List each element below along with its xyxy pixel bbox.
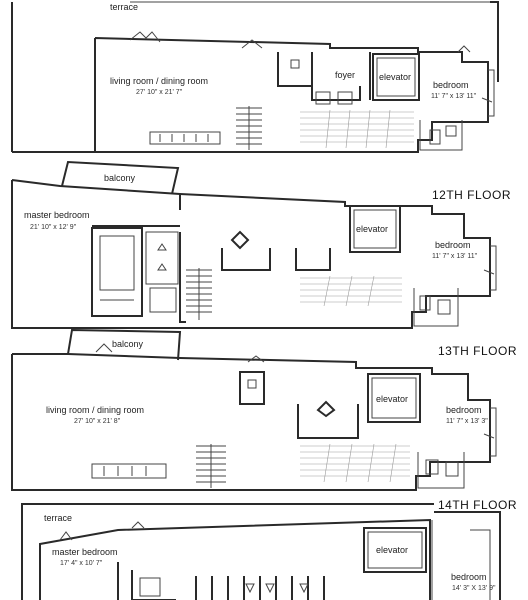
unit-outline <box>11 353 491 491</box>
bedroom-bath <box>419 120 463 151</box>
balcony-outline <box>67 328 182 361</box>
floor-plan-top: terrace living room / dining room 27' 10… <box>11 1 499 153</box>
floor-title: 14TH FLOOR <box>438 498 517 512</box>
elevator-car <box>367 531 423 569</box>
room-dimensions: 17' 4" x 10' 7" <box>60 560 103 567</box>
elevator-shaft <box>363 527 427 573</box>
room-label: elevator <box>376 545 408 555</box>
bedroom-bath <box>417 452 465 489</box>
floor-title: 13TH FLOOR <box>438 344 517 358</box>
toilet <box>290 59 300 69</box>
core-walls <box>221 230 331 271</box>
floor-plan-13th: 13TH FLOOR balcony living room / dining … <box>11 328 517 491</box>
core-walls <box>117 562 325 600</box>
room-label: living room / dining room <box>110 76 208 86</box>
room-label: living room / dining room <box>46 405 144 415</box>
bedroom-partition <box>92 194 186 323</box>
foyer-walls <box>277 52 371 101</box>
room-dimensions: 11' 7" x 13' 11" <box>431 93 477 100</box>
room-dimensions: 11' 7" x 13' 3" <box>446 418 488 425</box>
balcony-outline <box>61 160 180 195</box>
room-dimensions: 27' 10" x 21' 7" <box>136 89 183 96</box>
unit-outline <box>11 179 491 329</box>
stair-lines <box>196 444 226 488</box>
closet-1 <box>315 91 331 105</box>
unit-outline <box>94 37 489 153</box>
room-label: bedroom <box>451 572 487 582</box>
room-label: elevator <box>379 72 411 82</box>
elevator-car <box>353 209 397 249</box>
elevator-shaft <box>367 373 421 423</box>
room-label: bedroom <box>435 240 471 250</box>
elevator-car <box>371 377 417 419</box>
room-label: terrace <box>110 2 138 12</box>
closet-2 <box>337 91 353 105</box>
corridor-hatch <box>300 109 414 149</box>
elevator-shaft <box>372 53 420 101</box>
room-dimensions: 11' 7" x 13' 11" <box>432 253 478 260</box>
terrace-outline <box>21 503 501 600</box>
room-label: elevator <box>356 224 388 234</box>
master-closet <box>91 227 143 317</box>
window-marks <box>483 245 497 291</box>
room-label: bedroom <box>446 405 482 415</box>
terrace-outline <box>11 1 499 153</box>
roof-peak-marks <box>95 343 265 363</box>
stair-lines <box>236 106 262 150</box>
room-label: terrace <box>44 513 72 523</box>
toilet <box>247 379 257 389</box>
floor-plan-12th: 12TH FLOOR balcony master bedroom 21' 10… <box>11 160 511 329</box>
window-marks <box>483 407 497 457</box>
room-dimensions: 14' 3" X 13' 9" <box>452 585 496 592</box>
room-label: foyer <box>335 70 355 80</box>
room-dimensions: 21' 10" x 12' 9" <box>30 224 77 231</box>
room-label: elevator <box>376 394 408 404</box>
elevator-shaft <box>349 205 401 253</box>
room-label: master bedroom <box>52 547 118 557</box>
floor-plan-14th: 14TH FLOOR terrace master bedroom 17' 4"… <box>21 498 517 600</box>
window-marks <box>481 69 495 117</box>
elevator-car <box>376 57 416 97</box>
roof-peak-marks <box>129 31 471 53</box>
room-dimensions: 27' 10" x 21' 8" <box>74 418 121 425</box>
master-bath-fixtures <box>145 231 179 313</box>
closet-inner <box>99 235 135 301</box>
stair-lines <box>186 268 212 320</box>
kitchen-counter <box>91 463 167 479</box>
roof-peak-marks <box>59 521 145 541</box>
room-label: balcony <box>104 173 136 183</box>
room-label: balcony <box>112 339 144 349</box>
bedroom-wall <box>431 520 491 600</box>
room-label: bedroom <box>433 80 469 90</box>
fixtures <box>139 577 309 597</box>
room-label: master bedroom <box>24 210 90 220</box>
floor-title: 12TH FLOOR <box>432 188 511 202</box>
kitchen-counter <box>149 131 221 145</box>
bedroom-bath <box>413 288 459 327</box>
corridor-hatch <box>300 275 402 307</box>
unit-outline <box>39 518 431 600</box>
core-walls <box>239 371 359 439</box>
corridor-hatch <box>300 443 410 483</box>
